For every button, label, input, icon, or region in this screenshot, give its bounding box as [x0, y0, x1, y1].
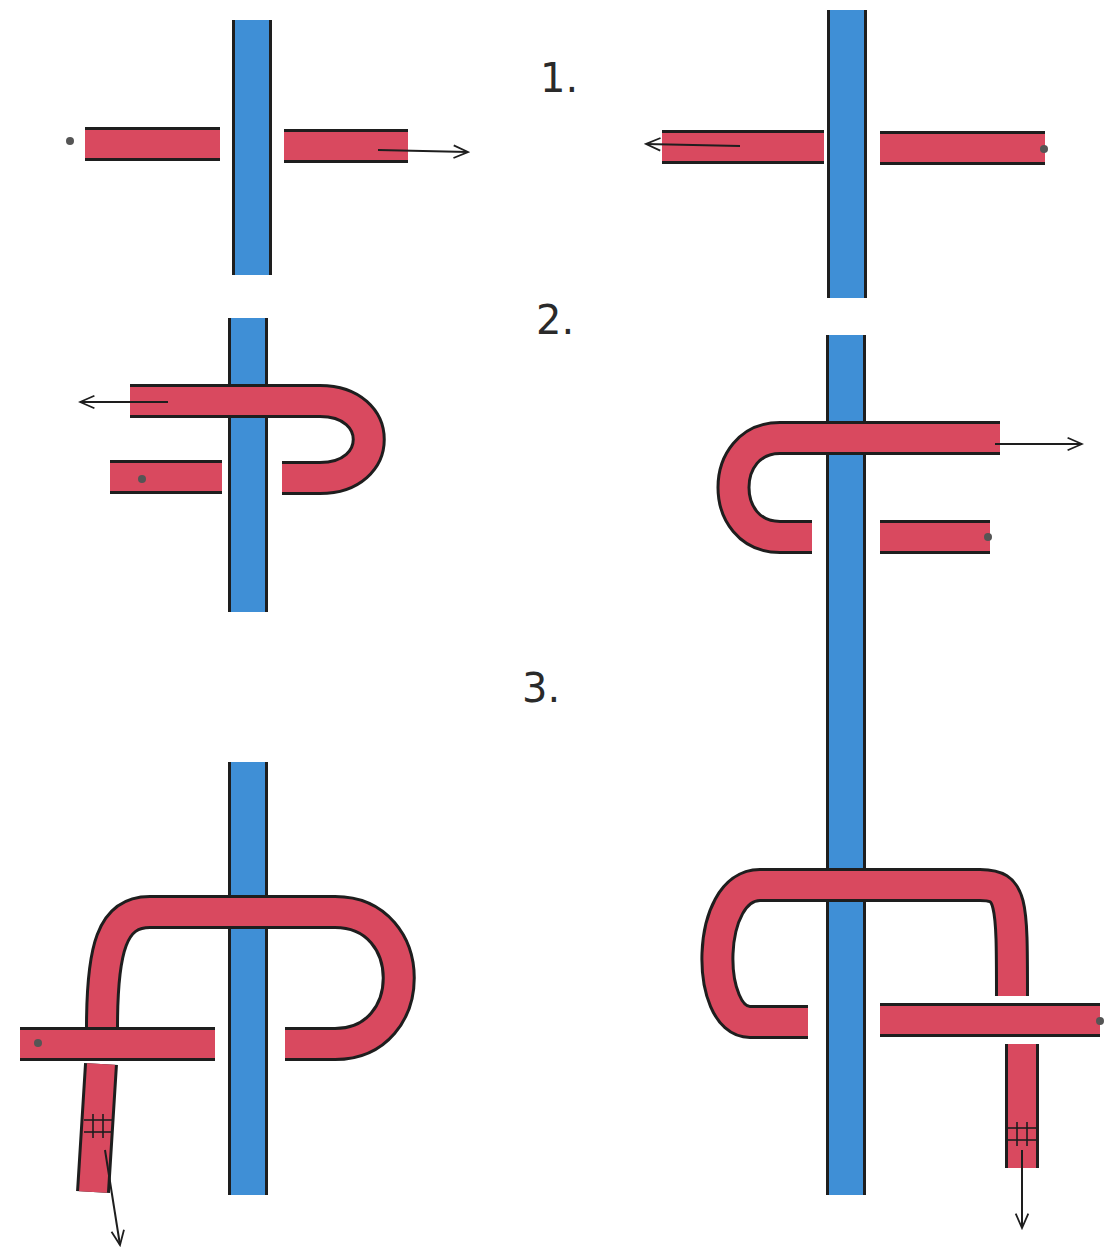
pull-arrow	[646, 144, 740, 146]
rope	[880, 1020, 1100, 1021]
pole	[846, 335, 847, 750]
rope	[20, 1044, 215, 1045]
pole	[248, 318, 249, 612]
step-number: 1.	[540, 58, 578, 98]
pull-arrow	[995, 443, 1082, 445]
rope	[880, 537, 990, 538]
rope-end	[1096, 1017, 1104, 1025]
rope	[880, 148, 1045, 149]
pull-arrow	[105, 1150, 120, 1245]
pull-arrow	[80, 401, 168, 403]
rope	[93, 1064, 101, 1192]
rope	[284, 146, 408, 147]
rope-end	[1040, 145, 1048, 153]
pull-arrow	[1021, 1150, 1023, 1228]
pull-arrow	[378, 150, 468, 152]
rope-end	[34, 1039, 42, 1047]
tick-marks	[1008, 1122, 1036, 1146]
rope-end	[66, 137, 74, 145]
step-number: 3.	[522, 668, 560, 708]
step-number: 2.	[536, 300, 574, 340]
rope-end	[138, 475, 146, 483]
rope	[1022, 1044, 1023, 1168]
rope	[110, 477, 222, 478]
rope	[662, 147, 824, 148]
rope	[85, 144, 220, 145]
pole	[248, 762, 249, 1195]
tick-marks	[84, 1114, 112, 1138]
pole	[847, 10, 848, 298]
rope-end	[984, 533, 992, 541]
rope	[717, 885, 1012, 1022]
pole	[252, 20, 253, 275]
rope	[102, 912, 399, 1044]
rope	[734, 438, 1001, 537]
pole	[846, 725, 847, 1195]
